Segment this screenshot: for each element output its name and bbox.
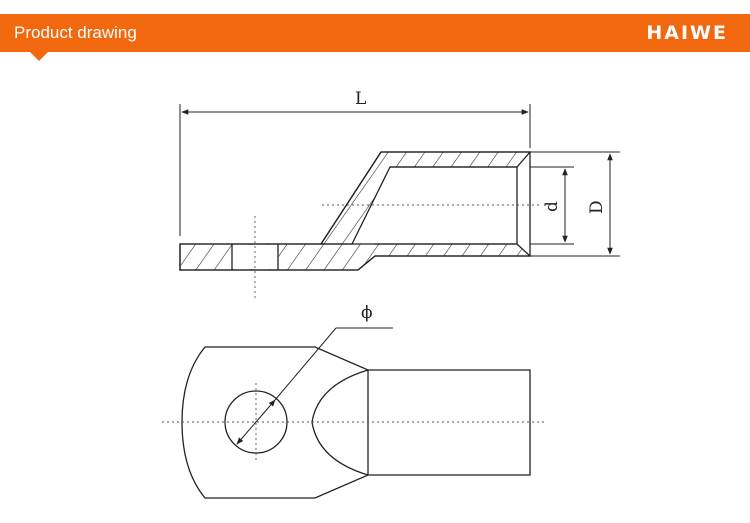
barrel-entry-curve bbox=[311, 369, 369, 476]
outer-diameter-label: D bbox=[587, 200, 607, 214]
palm-outline bbox=[181, 346, 531, 499]
top-view bbox=[181, 346, 531, 499]
section-header: Product drawing HAIWE bbox=[0, 14, 750, 52]
section-wall-top bbox=[319, 151, 532, 245]
brand-logo: HAIWE bbox=[646, 22, 728, 44]
header-pointer bbox=[30, 52, 48, 61]
section-title: Product drawing bbox=[14, 23, 137, 42]
dimension-outer-diameter bbox=[530, 151, 620, 257]
dimension-hole-diameter bbox=[236, 327, 393, 445]
inner-diameter-label: d bbox=[542, 201, 562, 212]
dimension-inner-diameter bbox=[530, 166, 574, 245]
side-centerlines bbox=[254, 204, 540, 298]
length-label: L bbox=[355, 89, 366, 109]
dimension-length bbox=[179, 104, 531, 236]
top-centerlines bbox=[162, 383, 545, 463]
barrel-cavity bbox=[375, 166, 518, 245]
hole-diameter-label: ϕ bbox=[361, 303, 373, 323]
side-view bbox=[179, 151, 532, 271]
